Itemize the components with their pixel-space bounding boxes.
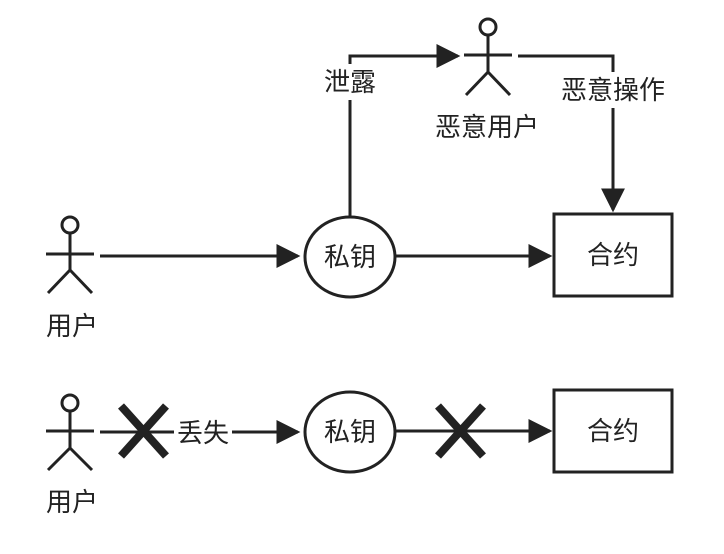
cross-mark-icon-2	[435, 403, 486, 459]
leak-label: 泄露	[324, 68, 376, 98]
private-key-label-bottom: 私钥	[324, 418, 376, 448]
contract-node-top[interactable]	[552, 212, 674, 298]
user-label-top: 用户	[46, 312, 98, 342]
lost-label-bg	[174, 416, 232, 450]
malicious-op-label-bg	[558, 72, 670, 108]
private-key-label-top: 私钥	[324, 243, 376, 273]
user-actor-top	[46, 215, 94, 295]
private-key-node-top[interactable]	[303, 215, 397, 299]
lost-label: 丢失	[177, 419, 229, 449]
edge-key-leak-to-attacker	[348, 44, 461, 216]
edge-attacker-malicious-op-to-contract	[518, 54, 625, 213]
attacker-label: 恶意用户	[435, 113, 539, 143]
user-actor-bottom	[46, 393, 94, 472]
contract-label-top: 合约	[587, 241, 639, 271]
contract-label-bottom: 合约	[587, 417, 639, 447]
cross-mark-icon-1	[118, 403, 169, 459]
contract-node-bottom[interactable]	[552, 388, 674, 474]
private-key-node-bottom[interactable]	[303, 390, 397, 474]
user-label-bottom: 用户	[46, 488, 98, 518]
leak-label-bg	[318, 64, 382, 100]
attacker-actor	[464, 17, 512, 97]
malicious-op-label: 恶意操作	[561, 76, 665, 106]
